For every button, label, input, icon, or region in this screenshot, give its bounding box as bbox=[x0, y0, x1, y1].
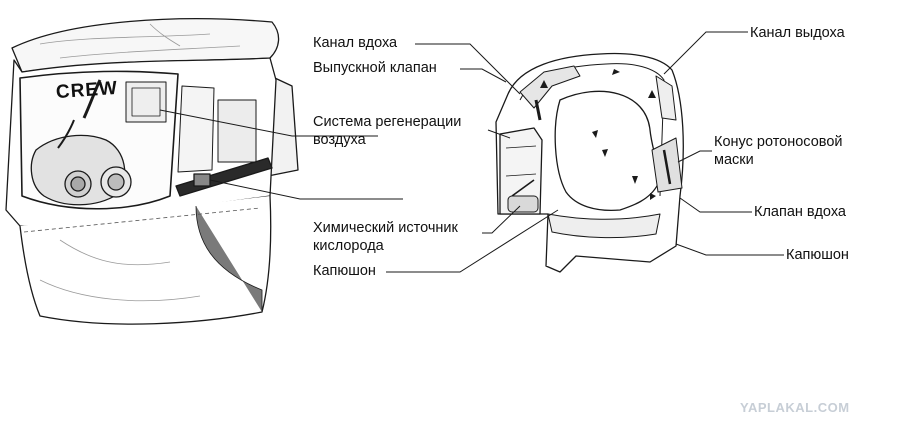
watermark-text: YAPLAKAL.COM bbox=[740, 400, 850, 415]
label-hood-right: Капюшон bbox=[786, 247, 849, 263]
label-inhale-valve: Клапан вдоха bbox=[754, 204, 846, 220]
crew-stamp-text: CREW bbox=[55, 77, 119, 104]
label-regen-line-1: Система регенерации bbox=[313, 114, 462, 130]
label-outlet-valve: Выпускной клапан bbox=[313, 60, 437, 76]
hood-cross-section-illustration bbox=[495, 52, 684, 273]
label-cone-line-2: маски bbox=[714, 152, 754, 168]
label-chem-line-1: Химический источник bbox=[313, 220, 458, 236]
label-exhale-channel: Канал выдоха bbox=[750, 25, 845, 41]
label-cone-line-1: Конус ротоносовой bbox=[714, 134, 843, 150]
label-chemical-oxygen-source: Химический источник кислорода bbox=[313, 219, 458, 255]
label-oronasal-cone: Конус ротоносовой маски bbox=[714, 133, 843, 169]
label-regen-line-2: воздуха bbox=[313, 132, 366, 148]
label-chem-line-2: кислорода bbox=[313, 238, 384, 254]
leader-lines bbox=[159, 31, 784, 273]
label-inhale-channel: Канал вдоха bbox=[313, 35, 398, 51]
label-hood-left: Капюшон bbox=[313, 263, 376, 279]
hood-exterior-illustration bbox=[5, 18, 299, 325]
label-air-regeneration-system: Система регенерации воздуха bbox=[313, 113, 461, 149]
